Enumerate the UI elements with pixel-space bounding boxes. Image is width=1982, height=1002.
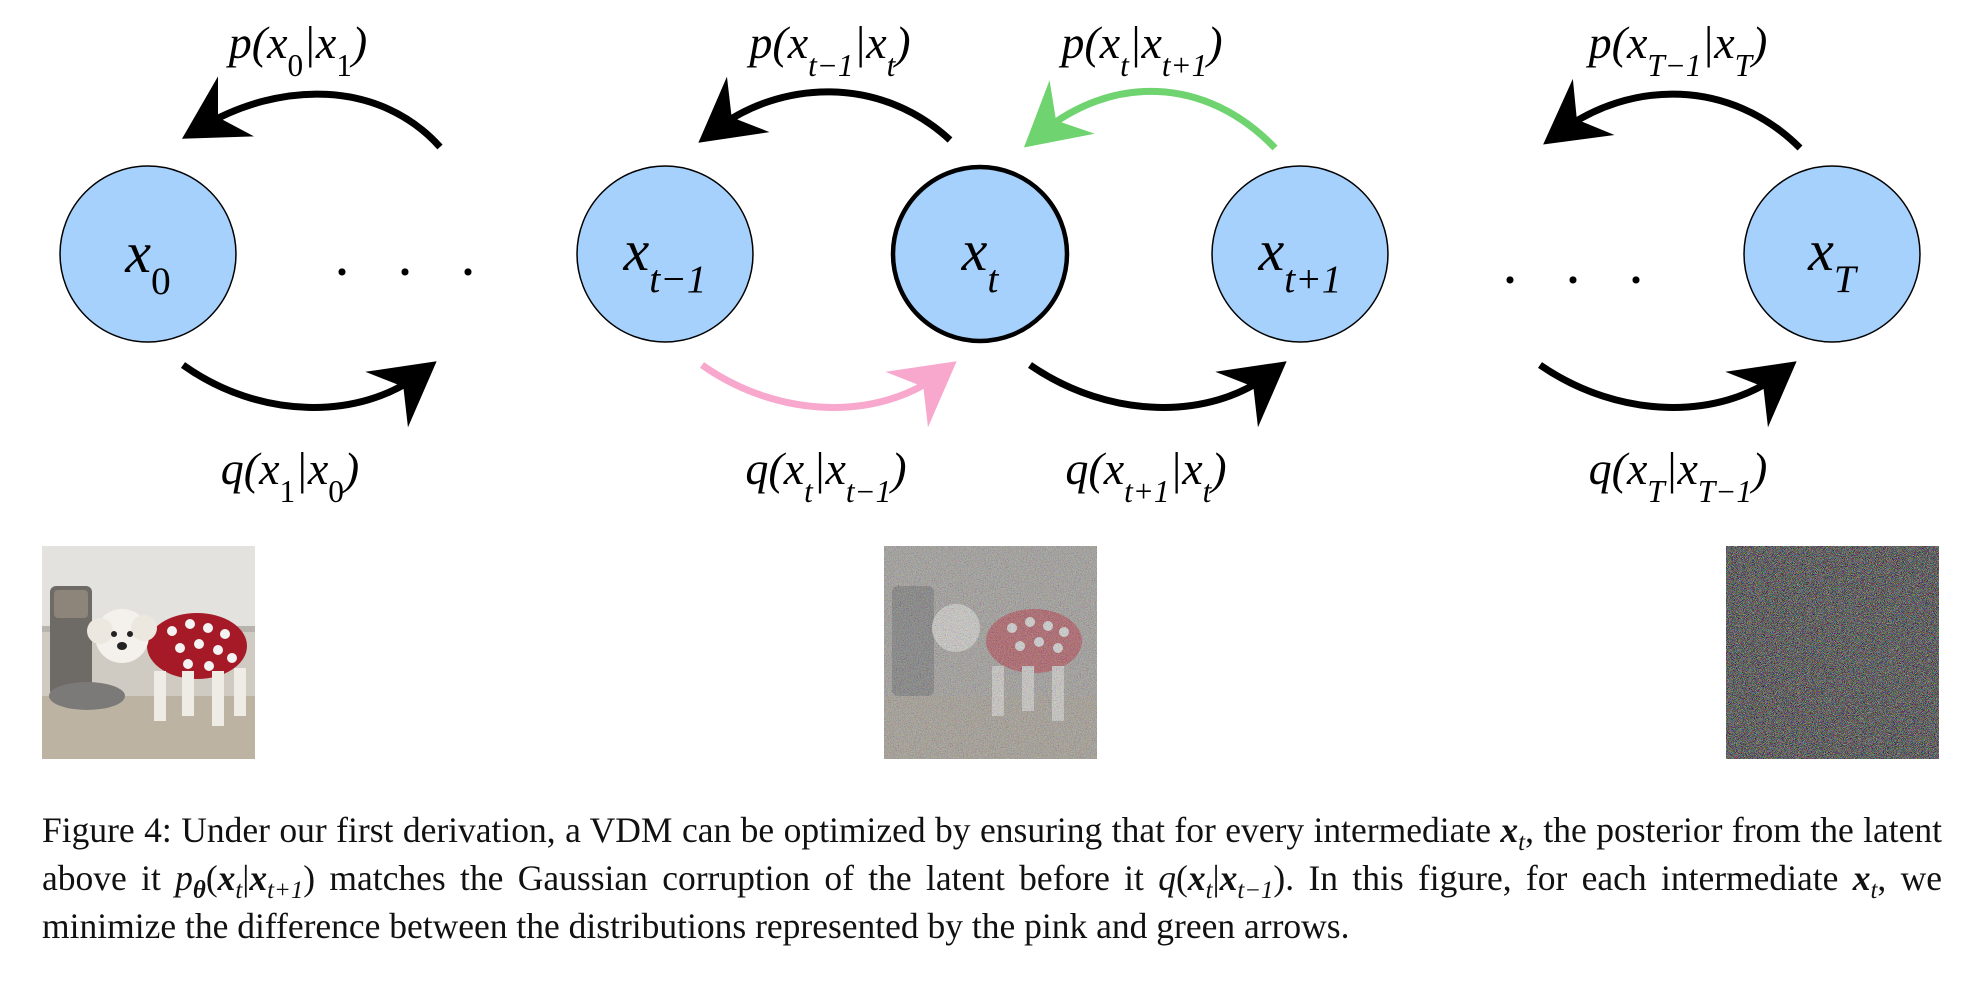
svg-text:x0: x0 [124,220,170,303]
clean-dog-image [42,546,255,759]
node-x0: x0 [59,165,237,343]
label-q-xtp1-xt: q(xt+1|xt) [1065,443,1226,509]
ellipsis-left: · · · [332,239,492,305]
node-xT: xT [1743,165,1921,343]
label-p-xTm1-xT: p(xT−1|xT) [1586,17,1768,83]
dog-photo-icon [42,546,255,759]
label-p-xtm1-xt: p(xt−1|xt) [746,17,910,83]
label-q-x1-x0: q(x1|x0) [221,443,359,509]
arrow-q-xtp1-xt [1028,361,1287,428]
label-q-xt-xtm1: q(xt|xt−1) [745,443,906,509]
caption-text-2: the posterior from the latent above it [42,810,1943,898]
arrow-p-x0-x1 [181,76,443,150]
ellipsis-right: · · · [1500,247,1660,313]
svg-text:xt−1: xt−1 [622,218,706,301]
node-xt-minus-1: xt−1 [576,165,754,343]
arrow-q-xt-xtm1-pink [699,361,957,428]
noise-icon [1726,546,1939,759]
svg-text:xt+1: xt+1 [1257,218,1341,301]
arrow-p-xtm1-xt [698,76,953,143]
arrow-p-xTm1-xT [1543,78,1803,151]
caption-text-3: matches the Gaussian corruption of the l… [329,858,1144,898]
caption-text-4: In this figure, for each intermediate [1308,858,1839,898]
figure-caption: Figure 4: Under our first derivation, a … [42,810,1943,946]
svg-text:xt: xt [961,218,1000,301]
svg-text:xT: xT [1807,218,1859,301]
arrow-q-xT-xTm1 [1538,361,1797,428]
caption-text-1: Under our first derivation, a VDM can be… [181,810,1491,850]
caption-text-5: we minimize the difference between the d… [42,858,1943,946]
label-p-xt-xtp1: p(xt|xt+1) [1058,17,1222,83]
pure-noise-image [1726,546,1939,759]
figure-label: Figure 4: [42,810,172,850]
arrow-q-x1-x0 [180,361,437,428]
label-p-x0-x1: p(x0|x1) [226,17,367,83]
label-q-xT-xTm1: q(xT|xT−1) [1589,443,1768,509]
noisy-dog-image [884,546,1097,759]
dog-photo-noisy-icon [884,546,1097,759]
node-xt: xt [890,164,1070,344]
node-xt-plus-1: xt+1 [1211,165,1389,343]
arrow-p-xt-xtp1-green [1023,80,1278,151]
